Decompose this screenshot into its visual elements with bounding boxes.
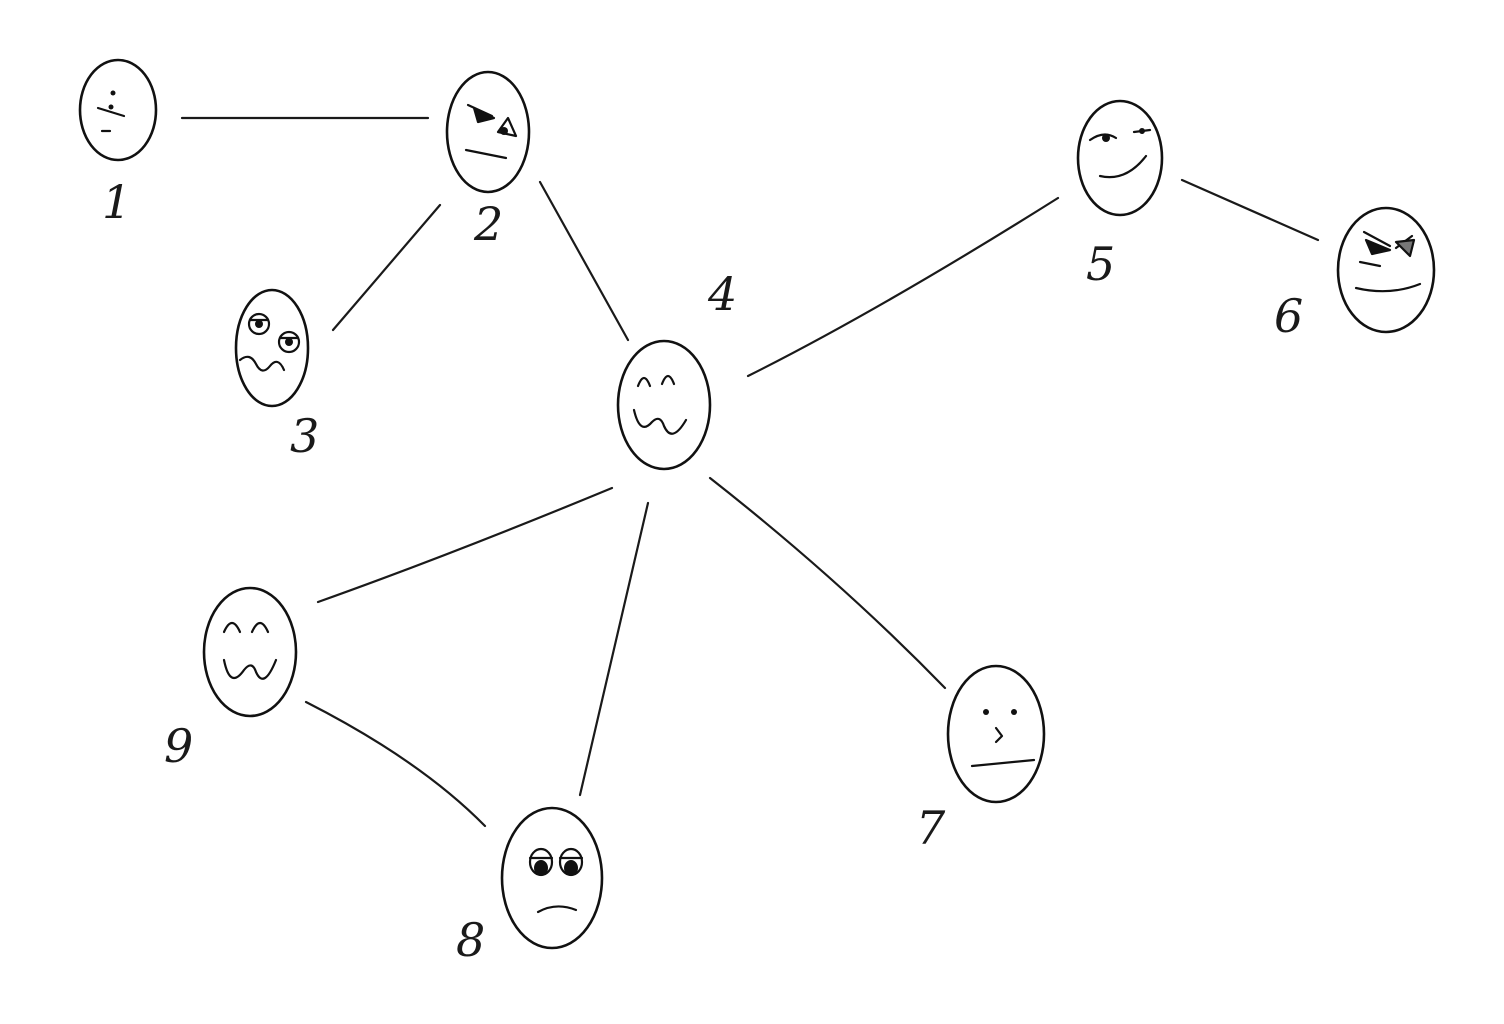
face-happy-icon bbox=[202, 586, 298, 718]
node-label: 9 bbox=[164, 719, 193, 773]
face-confused-icon bbox=[946, 664, 1046, 804]
node-label: 2 bbox=[473, 197, 503, 251]
node-label: 4 bbox=[707, 267, 737, 321]
node-6: 6 bbox=[1274, 206, 1436, 343]
edge-9-8 bbox=[304, 700, 487, 828]
edge-4-9 bbox=[316, 486, 614, 604]
node-9: 9 bbox=[164, 586, 298, 773]
edges bbox=[180, 116, 1320, 828]
edge-5-6 bbox=[1180, 178, 1320, 242]
edge-4-7 bbox=[708, 476, 947, 690]
node-label: 5 bbox=[1086, 237, 1115, 291]
node-label: 8 bbox=[456, 913, 485, 967]
node-2: 2 bbox=[445, 70, 531, 251]
node-label: 7 bbox=[916, 801, 946, 855]
node-label: 6 bbox=[1274, 289, 1303, 343]
node-label: 3 bbox=[290, 409, 319, 463]
node-8: 8 bbox=[456, 806, 604, 967]
face-annoyed-icon bbox=[445, 70, 531, 194]
face-angry-icon bbox=[1336, 206, 1436, 334]
edge-2-4 bbox=[538, 180, 630, 342]
node-label: 1 bbox=[102, 175, 131, 229]
node-5: 5 bbox=[1076, 99, 1164, 291]
edge-4-5 bbox=[746, 196, 1060, 378]
node-4: 4 bbox=[616, 267, 737, 471]
node-7: 7 bbox=[916, 664, 1046, 855]
face-smug-icon bbox=[1076, 99, 1164, 217]
edge-4-8 bbox=[578, 501, 650, 797]
node-3: 3 bbox=[234, 288, 319, 463]
face-unsure-icon bbox=[78, 58, 158, 162]
edge-2-3 bbox=[331, 203, 442, 332]
face-sad-icon bbox=[500, 806, 604, 950]
node-1: 1 bbox=[78, 58, 158, 229]
face-happy-icon bbox=[616, 339, 712, 471]
